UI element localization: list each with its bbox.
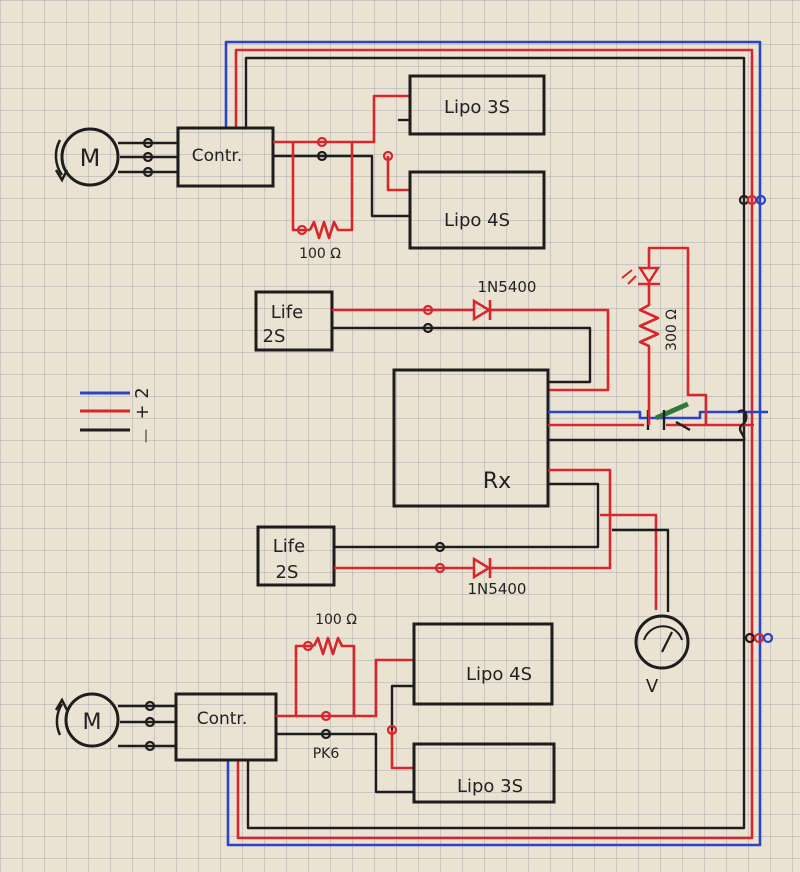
bus-node-blue-top (755, 194, 767, 206)
esc-bottom-black-wire (276, 732, 414, 794)
lipo-series-top-wire (386, 156, 410, 192)
precharge-bottom-wire (344, 644, 356, 716)
resistor-bottom-connector (302, 640, 314, 652)
precharge-top-wire (342, 142, 354, 232)
lipo-4s-bottom-label: Lipo 4S (466, 664, 532, 685)
resistor-top-label: 100 Ω (299, 246, 341, 262)
motor-bottom: M (54, 692, 120, 748)
bus-node-blue-bottom (762, 632, 774, 644)
life-top-label-2: 2S (263, 326, 286, 347)
life-bottom-red-connector (434, 562, 446, 574)
lipo-series-bottom-wire (390, 730, 414, 770)
lipo-3s-top: Lipo 3S (408, 74, 546, 136)
motor-top-connector (142, 151, 154, 163)
legend-black-label: — (138, 429, 154, 443)
motor-top-connector (142, 137, 154, 149)
resistor-bottom (312, 636, 344, 656)
diode-bottom (472, 556, 492, 580)
controller-top-label: Contr. (192, 146, 243, 166)
life-bottom-red-wire (334, 468, 612, 570)
voltmeter-label: V (646, 676, 659, 697)
led-resistor-label: 300 Ω (664, 309, 680, 351)
esc-top-red-connector (316, 136, 328, 148)
controller-bottom: Contr. (174, 692, 278, 762)
led-indicator (621, 266, 661, 286)
bus-crossover (737, 409, 748, 441)
life-bottom-label-1: Life (273, 536, 305, 557)
motor-top-connector (142, 166, 154, 178)
life-top-label-1: Life (271, 302, 303, 323)
esc-bottom-black-connector (320, 728, 332, 740)
legend-red-label: + (132, 404, 153, 419)
lipo-3s-bottom-label: Lipo 3S (457, 776, 523, 797)
voltmeter-black-wire (612, 528, 670, 612)
lipo-series-bottom-wire (390, 684, 414, 730)
receiver: Rx (392, 368, 550, 508)
lipo-4s-bottom: Lipo 4S (412, 622, 554, 706)
precharge-top-wire (291, 142, 310, 232)
precharge-bottom-wire (294, 644, 314, 716)
resistor-bottom-label: 100 Ω (315, 612, 357, 628)
controller-top: Contr. (176, 126, 275, 188)
esc-bottom-red-wire (276, 658, 414, 718)
red-bus-loop (234, 48, 754, 840)
black-bus-loop (244, 56, 746, 830)
motor-bottom-connector (144, 740, 156, 752)
motor-top-label: M (80, 144, 101, 172)
receiver-label: Rx (483, 469, 511, 494)
lipo-series-bottom-node (386, 724, 398, 736)
life-top-black-wire (332, 326, 592, 384)
life-2s-top: Life 2S (254, 290, 334, 352)
wire-legend: 2 + — (80, 387, 154, 443)
resistor-top-connector (296, 224, 308, 236)
motor-top-phase-wires (118, 141, 178, 174)
lipo-4s-top-label: Lipo 4S (444, 210, 510, 231)
life-top-black-connector (422, 322, 434, 334)
controller-bottom-label: Contr. (197, 709, 248, 729)
resistor-top (308, 220, 342, 240)
led-resistor (638, 284, 660, 425)
motor-bottom-connector (144, 716, 156, 728)
rx-blue-wire (548, 410, 768, 420)
esc-bottom-red-connector (320, 710, 332, 722)
motor-top: M (54, 127, 120, 187)
connector-label: PK6 (313, 746, 340, 762)
lipo-3s-top-label: Lipo 3S (444, 97, 510, 118)
diode-top (472, 298, 492, 322)
motor-bottom-connector (144, 700, 156, 712)
voltmeter: V (634, 614, 690, 697)
life-top-red-connector (422, 304, 434, 316)
life-bottom-black-connector (434, 541, 446, 553)
life-bottom-black-wire (334, 482, 600, 549)
esc-top-black-wire (273, 154, 410, 218)
diode-top-label: 1N5400 (478, 278, 537, 296)
motor-bottom-label: M (83, 710, 102, 735)
blue-bus-loop (224, 40, 762, 847)
life-2s-bottom: Life 2S (256, 525, 336, 587)
legend-blue-label: 2 (132, 387, 153, 398)
lipo-4s-top: Lipo 4S (408, 170, 546, 250)
switch-lever (654, 401, 690, 421)
diode-bottom-label: 1N5400 (468, 580, 527, 598)
esc-top-black-connector (316, 150, 328, 162)
life-top-red-wire (332, 308, 610, 392)
led-wire (647, 246, 708, 425)
lipo-series-top-node (382, 150, 394, 162)
lipo-3s-bottom: Lipo 3S (412, 742, 556, 804)
life-bottom-label-2: 2S (276, 562, 299, 583)
voltmeter-red-wire (600, 513, 658, 610)
esc-top-red-wire (273, 94, 410, 144)
